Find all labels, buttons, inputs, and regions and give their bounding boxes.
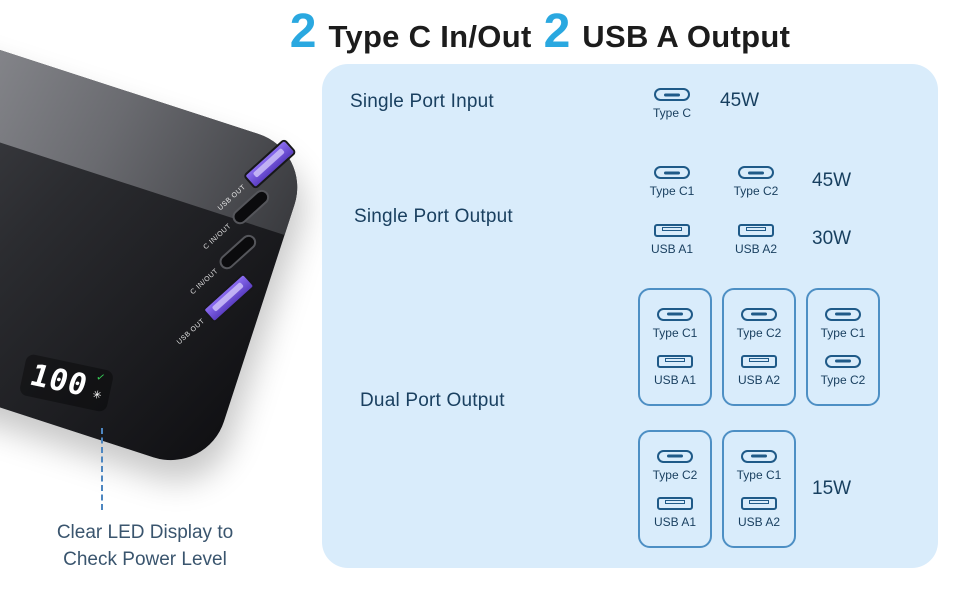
- battery-ok-icon: ✓: [94, 371, 107, 385]
- group-port: Type C2: [729, 307, 789, 340]
- dual-group-1: Type C1 USB A1: [638, 288, 712, 406]
- port-name: USB A1: [653, 372, 697, 387]
- usb-a-port-icon: [738, 224, 774, 237]
- output-port-type-c2: Type C2: [726, 166, 786, 198]
- dual-port-output-label: Dual Port Output: [360, 390, 505, 411]
- dual-port-wattage: 15W: [812, 478, 852, 499]
- port-name: USB A2: [737, 514, 781, 529]
- group-port: USB A2: [729, 354, 789, 387]
- headline-usb-a-text: USB A Output: [582, 19, 791, 54]
- port-name: USB A1: [653, 514, 697, 529]
- port-name: Type C: [652, 106, 691, 120]
- port-name: Type C1: [736, 467, 782, 482]
- type-c-port-icon: [657, 307, 693, 321]
- group-port: USB A1: [645, 496, 705, 529]
- type-c-wattage: 45W: [812, 170, 852, 191]
- single-port-output-label: Single Port Output: [354, 206, 513, 227]
- type-c-port-icon: [825, 354, 861, 368]
- group-port: USB A2: [729, 496, 789, 529]
- usb-a-port-icon: [657, 354, 693, 368]
- port-name: USB A2: [737, 372, 781, 387]
- output-port-usb-a2: USB A2: [726, 224, 786, 256]
- flashlight-icon: ✳: [91, 388, 103, 403]
- type-c-port-icon: [741, 449, 777, 463]
- port-name: Type C1: [652, 325, 698, 340]
- usb-a-port-icon: [741, 354, 777, 368]
- type-c-port-icon: [654, 166, 690, 179]
- powerbank-body: [0, 15, 312, 475]
- type-c-port-icon: [825, 307, 861, 321]
- usb-a-port-icon: [741, 496, 777, 510]
- single-port-input-label: Single Port Input: [350, 91, 494, 112]
- dual-group-5: Type C1 USB A2: [722, 430, 796, 548]
- type-c-port-icon: [657, 449, 693, 463]
- headline-count-type-c: 2: [289, 5, 317, 58]
- port-name: Type C2: [733, 184, 779, 198]
- group-port: Type C2: [813, 354, 873, 387]
- pointer-dashed-line: [101, 428, 103, 510]
- group-port: Type C1: [729, 449, 789, 482]
- input-wattage: 45W: [720, 90, 760, 111]
- port-name: USB A1: [650, 242, 694, 256]
- group-port: USB A1: [645, 354, 705, 387]
- headline-count-usb-a: 2: [543, 5, 571, 58]
- dual-group-3: Type C1 Type C2: [806, 288, 880, 406]
- led-percentage: 100: [25, 358, 93, 404]
- dual-group-4: Type C2 USB A1: [638, 430, 712, 548]
- port-name: Type C1: [649, 184, 695, 198]
- usb-a-port-icon: [657, 496, 693, 510]
- port-name: USB A2: [734, 242, 778, 256]
- type-c-port-icon: [741, 307, 777, 321]
- type-c-port-icon: [738, 166, 774, 179]
- port-name: Type C2: [736, 325, 782, 340]
- port-name: Type C1: [820, 325, 866, 340]
- led-caption-line2: Check Power Level: [63, 548, 227, 570]
- input-port-type-c: Type C: [642, 88, 702, 120]
- usb-a-port-icon: [654, 224, 690, 237]
- type-c-port-icon: [654, 88, 690, 101]
- led-icons: ✓ ✳: [91, 371, 107, 403]
- dual-group-2: Type C2 USB A2: [722, 288, 796, 406]
- headline-type-c-text: Type C In/Out: [328, 19, 532, 54]
- output-port-type-c1: Type C1: [642, 166, 702, 198]
- group-port: Type C2: [645, 449, 705, 482]
- led-caption: Clear LED Display to Check Power Level: [0, 520, 290, 573]
- led-caption-line1: Clear LED Display to: [56, 522, 234, 543]
- group-port: Type C1: [645, 307, 705, 340]
- usb-a-wattage: 30W: [812, 228, 852, 249]
- headline: 2 Type C In/Out 2 USB A Output: [55, 8, 970, 56]
- port-name: Type C2: [820, 372, 866, 387]
- port-name: Type C2: [652, 467, 698, 482]
- output-port-usb-a1: USB A1: [642, 224, 702, 256]
- spec-panel: Single Port Input Type C 45W Single Port…: [322, 64, 938, 568]
- group-port: Type C1: [813, 307, 873, 340]
